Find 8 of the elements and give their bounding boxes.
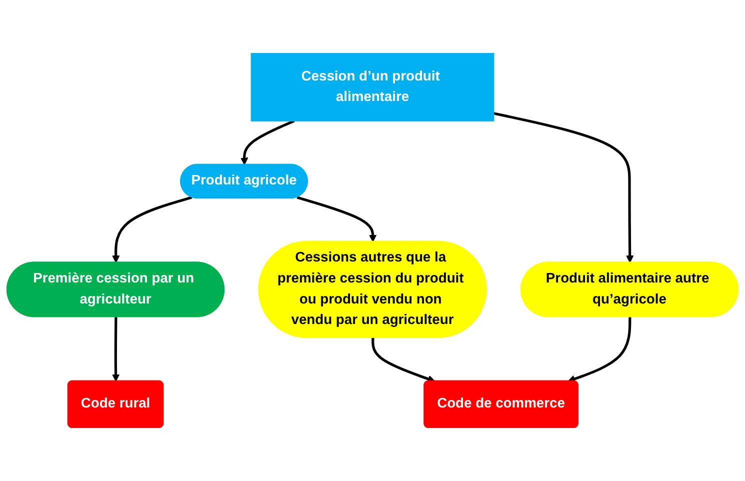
arrow <box>296 196 377 242</box>
arrow <box>493 112 634 263</box>
arrow <box>112 317 120 382</box>
arrow <box>568 317 632 382</box>
arrow <box>240 120 295 166</box>
arrow <box>372 338 436 383</box>
arrow <box>112 196 192 263</box>
node-box: Cession d’un produit alimentaire <box>250 52 494 122</box>
